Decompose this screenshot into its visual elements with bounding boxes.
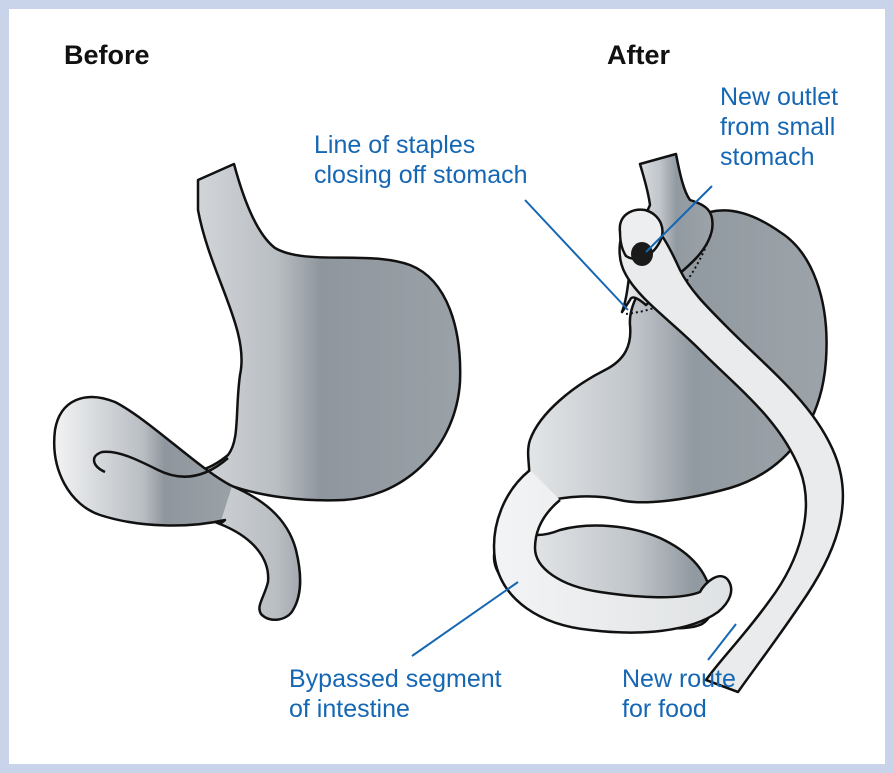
stomach-before: [54, 164, 460, 620]
before-heading: Before: [64, 40, 150, 71]
new-outlet-hole: [631, 242, 653, 266]
label-staples: Line of staples closing off stomach: [314, 130, 528, 190]
duodenum-before: [54, 397, 232, 525]
label-new-route: New route for food: [622, 664, 736, 724]
label-bypassed-segment: Bypassed segment of intestine: [289, 664, 502, 724]
label-new-outlet: New outlet from small stomach: [720, 82, 838, 172]
leader-line-bypassed: [412, 582, 518, 656]
stomach-body-before: [94, 164, 460, 620]
after-heading: After: [607, 40, 670, 71]
leader-line-staples: [525, 200, 628, 310]
